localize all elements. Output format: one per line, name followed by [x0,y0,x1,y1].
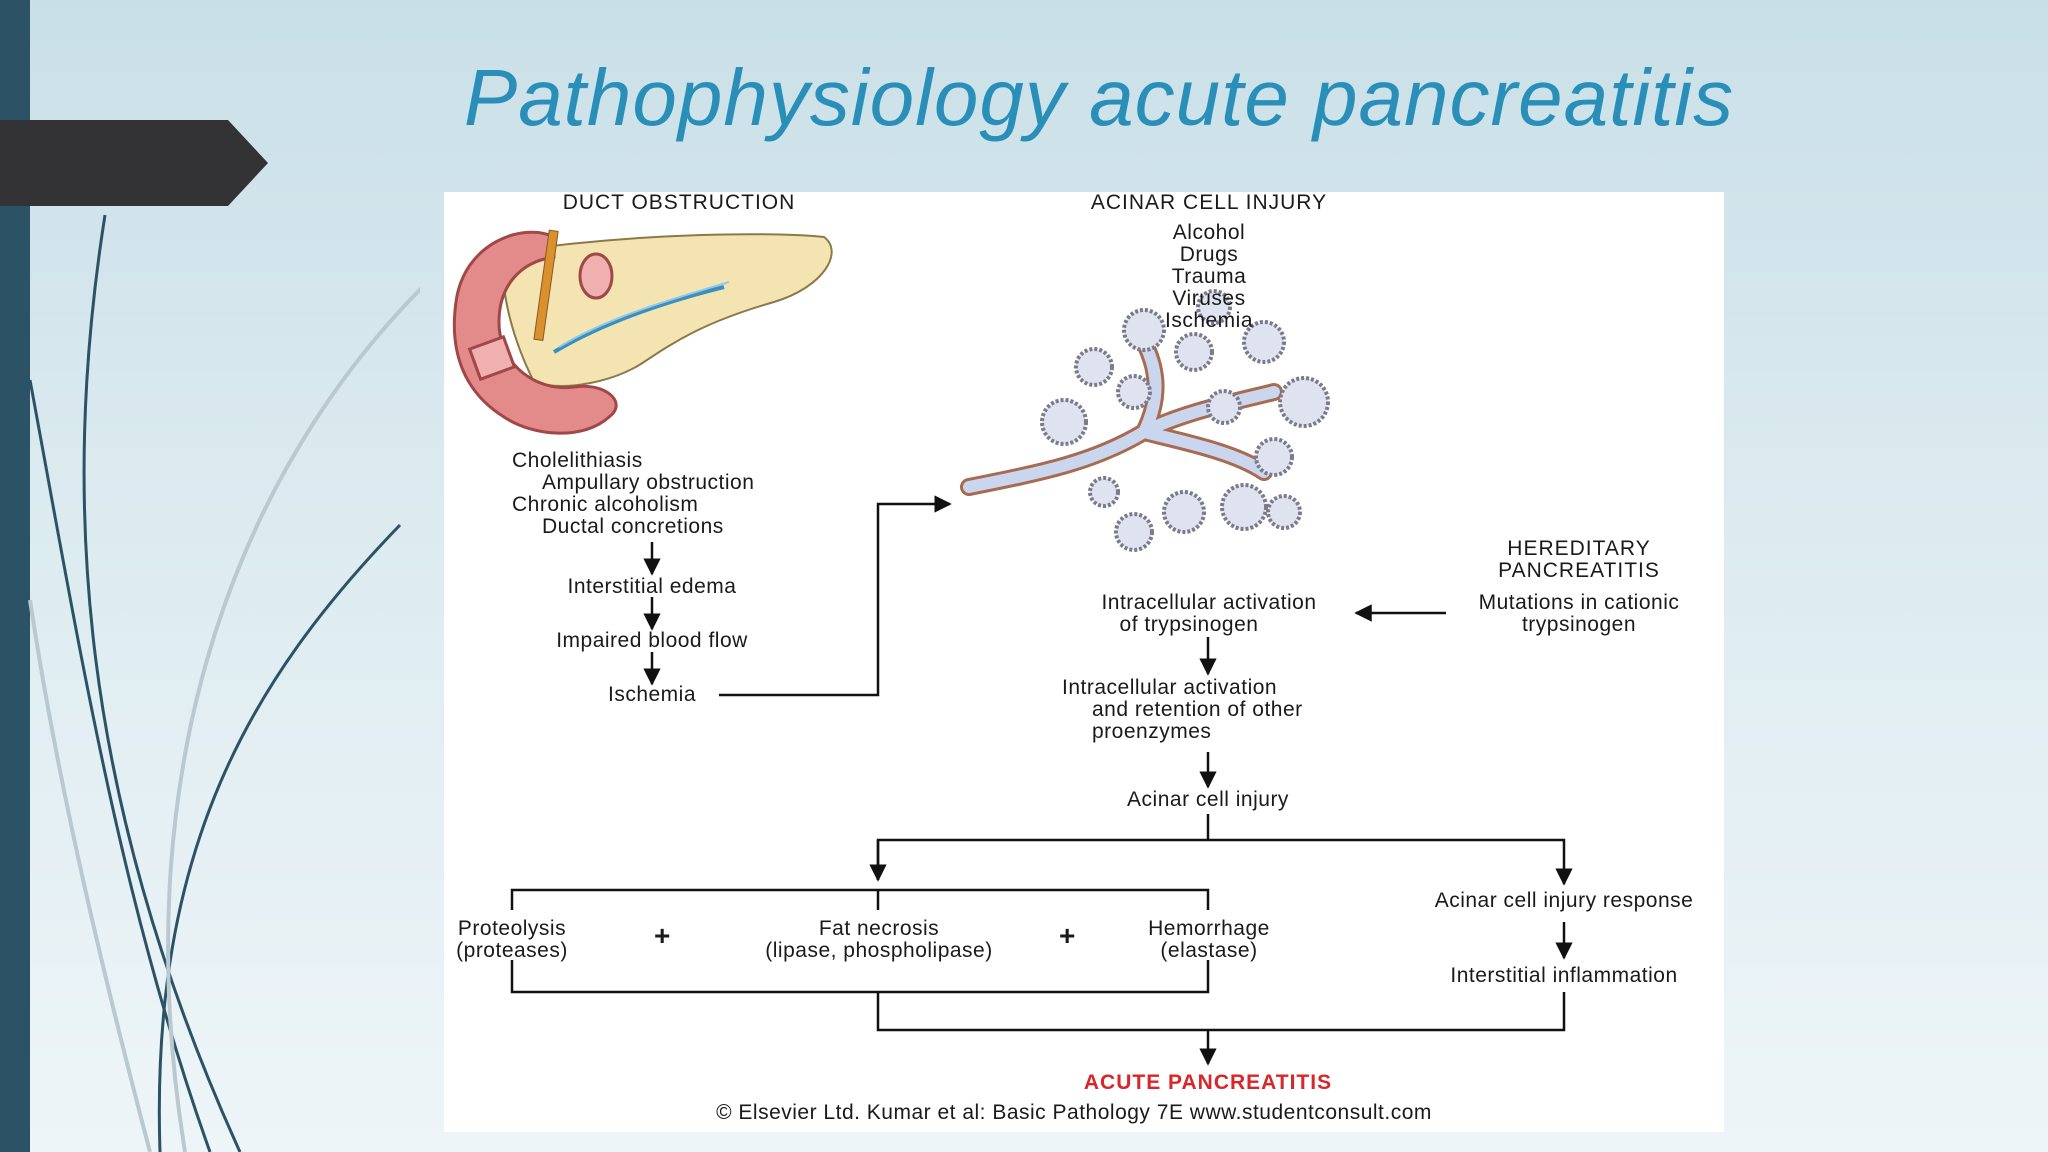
acinar-cause-trauma: Trauma [1171,265,1247,288]
hemorrhage-line1: Hemorrhage [1148,917,1270,940]
acinar-injury-label: Acinar cell injury [1127,788,1289,811]
impaired-blood-flow-label: Impaired blood flow [556,629,748,652]
hereditary-text-line2: trypsinogen [1521,613,1637,636]
slide-title: Pathophysiology acute pancreatitis [463,53,1735,142]
acinar-cause-viruses: Viruses [1172,287,1246,310]
hemorrhage-line2: (elastase) [1160,939,1258,962]
hereditary-text-line1: Mutations in cationic [1478,591,1680,614]
acinar-cause-ischemia: Ischemia [1164,309,1254,332]
pancreas-illustration [452,229,833,435]
retention-line3: proenzymes [1092,720,1212,743]
acinar-cell-injury-header: ACINAR CELL INJURY [1090,191,1328,214]
ischemia-label: Ischemia [607,683,697,706]
duct-cause-ampullary: Ampullary obstruction [542,471,755,494]
acinar-cause-drugs: Drugs [1179,243,1239,266]
figure-credit: © Elsevier Ltd. Kumar et al: Basic Patho… [716,1101,1432,1124]
figure-graphics [452,229,1573,1066]
duct-cause-alcoholism: Chronic alcoholism [512,493,699,516]
hereditary-header-line1: HEREDITARY [1507,537,1651,560]
activation-line1: Intracellular activation [1101,591,1317,614]
injury-response-label: Acinar cell injury response [1434,889,1694,912]
duct-cause-concretions: Ductal concretions [542,515,724,538]
hereditary-header-line2: PANCREATITIS [1498,559,1660,582]
fat-necrosis-line1: Fat necrosis [818,917,940,940]
pathophysiology-figure: DUCT OBSTRUCTION ACINAR CELL INJURY Alco… [444,192,1724,1132]
interstitial-edema-label: Interstitial edema [567,575,737,598]
duct-cause-cholelithiasis: Cholelithiasis [512,449,643,472]
acinar-cause-alcohol: Alcohol [1172,221,1246,244]
plus-sign-1: + [654,920,671,951]
activation-line2: of trypsinogen [1119,613,1259,636]
title-arrow-tab [0,120,268,206]
flow-connectors [510,495,1573,1066]
retention-line2: and retention of other [1092,698,1303,721]
proteolysis-line2: (proteases) [456,939,568,962]
acinus-illustration [960,289,1330,552]
proteolysis-line1: Proteolysis [457,917,567,940]
interstitial-inflammation-label: Interstitial inflammation [1450,964,1678,987]
decorative-curves [28,214,420,1152]
retention-line1: Intracellular activation [1062,676,1278,699]
duct-obstruction-header: DUCT OBSTRUCTION [562,191,796,214]
fat-necrosis-line2: (lipase, phospholipase) [765,939,993,962]
acute-pancreatitis-outcome: ACUTE PANCREATITIS [1083,1071,1333,1094]
plus-sign-2: + [1059,920,1076,951]
